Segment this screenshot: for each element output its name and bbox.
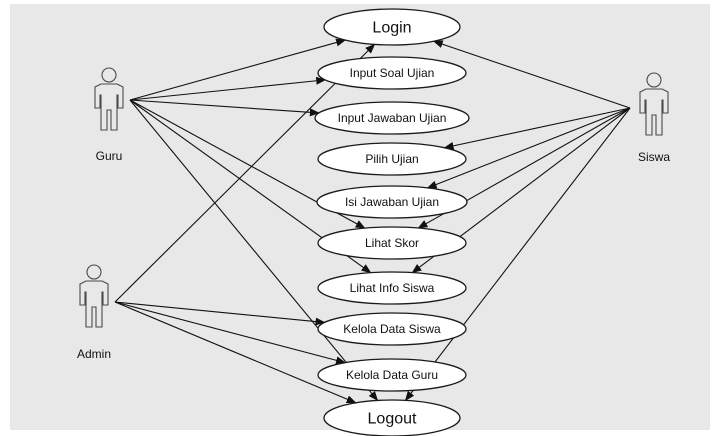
use-case-label: Logout [368, 411, 417, 428]
actor-figure-icon [79, 264, 109, 328]
use-case-label: Lihat Info Siswa [350, 281, 435, 295]
association-siswa-pilih-ujian [443, 107, 631, 150]
association-admin-kelola-data-guru [114, 301, 347, 365]
use-case-ellipse [317, 56, 467, 90]
actor-guru: Guru [94, 67, 124, 163]
use-case-label: Kelola Data Guru [346, 368, 438, 382]
association-guru-logout [129, 99, 379, 402]
actor-admin: Admin [77, 264, 111, 361]
use-case-kelola-data-guru: Kelola Data Guru [317, 358, 467, 392]
use-case-logout: Logout [323, 399, 461, 436]
use-case-ellipse [317, 142, 467, 176]
use-case-lihat-info-siswa: Lihat Info Siswa [317, 271, 467, 305]
association-guru-login [129, 38, 347, 101]
association-admin-login [114, 43, 376, 303]
use-case-ellipse [317, 358, 467, 392]
use-case-login: Login [323, 8, 461, 46]
use-case-ellipse [317, 312, 467, 346]
association-guru-input-jawaban-ujian [129, 99, 320, 117]
use-case-label: Pilih Ujian [365, 152, 418, 166]
association-guru-input-soal-ujian [129, 76, 327, 101]
use-case-label: Input Jawaban Ujian [338, 111, 447, 125]
actor-label: Admin [77, 347, 111, 361]
association-admin-kelola-data-siswa [114, 301, 326, 326]
association-lines [114, 38, 631, 404]
use-case-label: Login [372, 20, 411, 37]
actor-label: Siswa [638, 150, 670, 164]
use-case-ellipse [317, 271, 467, 305]
use-case-label: Kelola Data Siswa [343, 322, 441, 336]
actor-figure-icon [94, 67, 124, 131]
use-case-label: Lihat Skor [365, 236, 419, 250]
use-case-label: Isi Jawaban Ujian [345, 195, 439, 209]
use-case-ellipse [317, 226, 467, 260]
actor-siswa: Siswa [638, 72, 670, 164]
use-case-lihat-skor: Lihat Skor [317, 226, 467, 260]
use-case-input-jawaban-ujian: Input Jawaban Ujian [314, 101, 470, 135]
association-admin-logout [114, 301, 357, 404]
use-case-ellipse [323, 399, 461, 436]
use-case-kelola-data-siswa: Kelola Data Siswa [317, 312, 467, 346]
use-case-label: Input Soal Ujian [350, 66, 435, 80]
use-case-ellipse [316, 185, 468, 219]
use-case-ellipse [314, 101, 470, 135]
actor-figure-icon [639, 72, 669, 136]
use-case-input-soal-ujian: Input Soal Ujian [317, 56, 467, 90]
use-case-isi-jawaban-ujian: Isi Jawaban Ujian [316, 185, 468, 219]
use-case-ellipse [323, 8, 461, 46]
association-siswa-logout [404, 107, 631, 402]
use-case-pilih-ujian: Pilih Ujian [317, 142, 467, 176]
association-siswa-login [432, 40, 631, 109]
association-siswa-isi-jawaban-ujian [426, 107, 631, 189]
actor-label: Guru [96, 149, 123, 163]
